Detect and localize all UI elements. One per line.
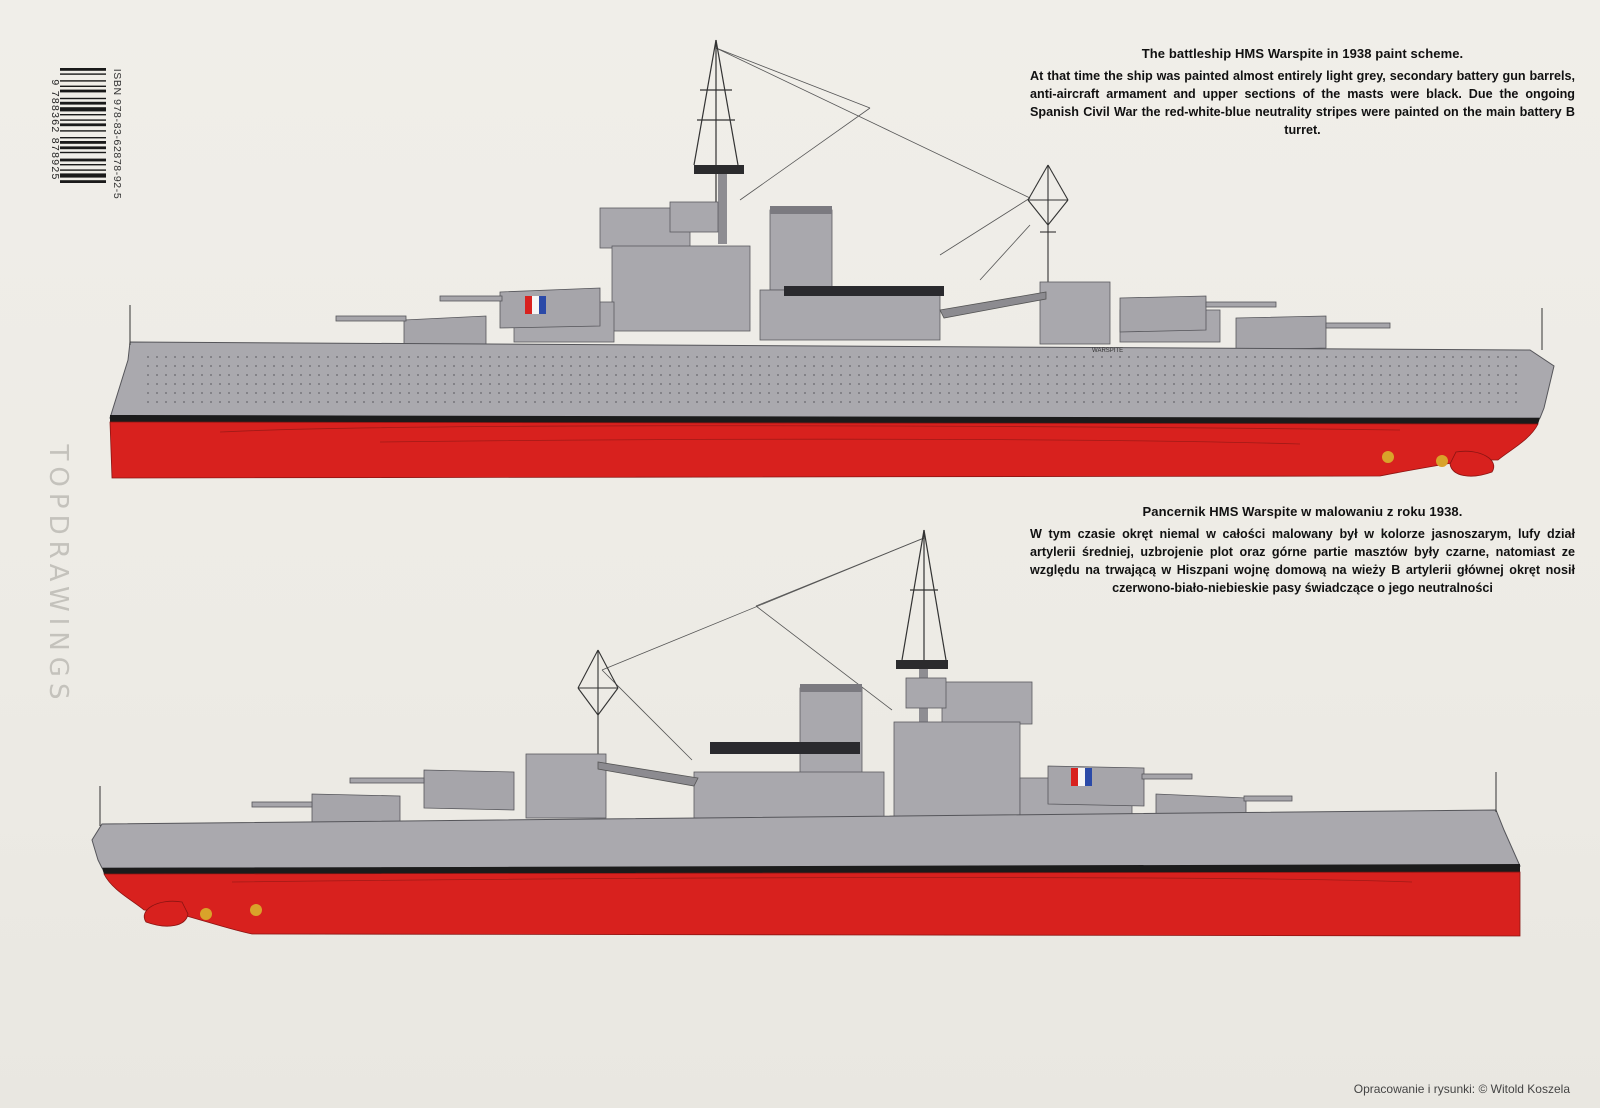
barcode-bar — [60, 97, 106, 100]
ship-profile-starboard: WARSPITE — [109, 39, 1555, 479]
barcode-bar — [60, 137, 106, 139]
foremast — [901, 529, 947, 720]
credit-line: Opracowanie i rysunki: © Witold Koszela — [1353, 1082, 1570, 1096]
barcode-bar — [60, 85, 106, 87]
caption-english-title: The battleship HMS Warspite in 1938 pain… — [1141, 46, 1464, 61]
ship-drawing-mirrored — [91, 529, 1521, 937]
main-turrets — [335, 287, 1391, 351]
caption-english-body: At that time the ship was painted almost… — [1030, 69, 1575, 137]
barcode-bar — [60, 68, 106, 71]
ship-drawing: WARSPITE — [109, 39, 1555, 479]
caption-english: The battleship HMS Warspite in 1938 pain… — [1030, 46, 1575, 139]
foremast — [693, 39, 739, 220]
funnel-cap — [770, 206, 832, 214]
rigging — [715, 47, 1031, 281]
barcode-bar — [60, 107, 106, 112]
barcode-bar — [60, 164, 106, 166]
barcode — [60, 68, 106, 183]
barcode-bar — [60, 146, 106, 150]
barcode-bar — [60, 119, 106, 121]
barcode-bar — [60, 73, 106, 75]
barcode-bar — [60, 158, 106, 162]
hull-red — [109, 421, 1539, 479]
caption-polish-title: Pancernik HMS Warspite w malowaniu z rok… — [1142, 504, 1463, 519]
superstructure — [513, 201, 1221, 345]
rigging — [601, 537, 925, 761]
boot-topping — [110, 415, 1540, 424]
barcode-bar — [60, 180, 106, 183]
barcode-bar — [60, 101, 106, 105]
barcode-bar — [60, 169, 106, 171]
ship-profile-port — [91, 529, 1521, 937]
barcode-bar — [60, 123, 106, 127]
hull-name-label: WARSPITE — [1092, 348, 1123, 354]
barcode-bar — [60, 80, 106, 82]
barcode-bar — [60, 141, 106, 144]
boat-deck — [784, 286, 944, 296]
neutrality-stripes — [525, 296, 546, 314]
barcode-bar — [60, 151, 106, 154]
foretop — [694, 165, 744, 174]
barcode-bar — [60, 130, 106, 132]
neutrality-stripes — [1071, 768, 1092, 786]
caption-polish: Pancernik HMS Warspite w malowaniu z rok… — [1030, 504, 1575, 597]
barcode-bar — [60, 114, 106, 116]
caption-polish-body: W tym czasie okręt niemal w całości malo… — [1030, 527, 1575, 595]
barcode-bar — [60, 173, 106, 178]
barcode-bar — [60, 89, 106, 93]
